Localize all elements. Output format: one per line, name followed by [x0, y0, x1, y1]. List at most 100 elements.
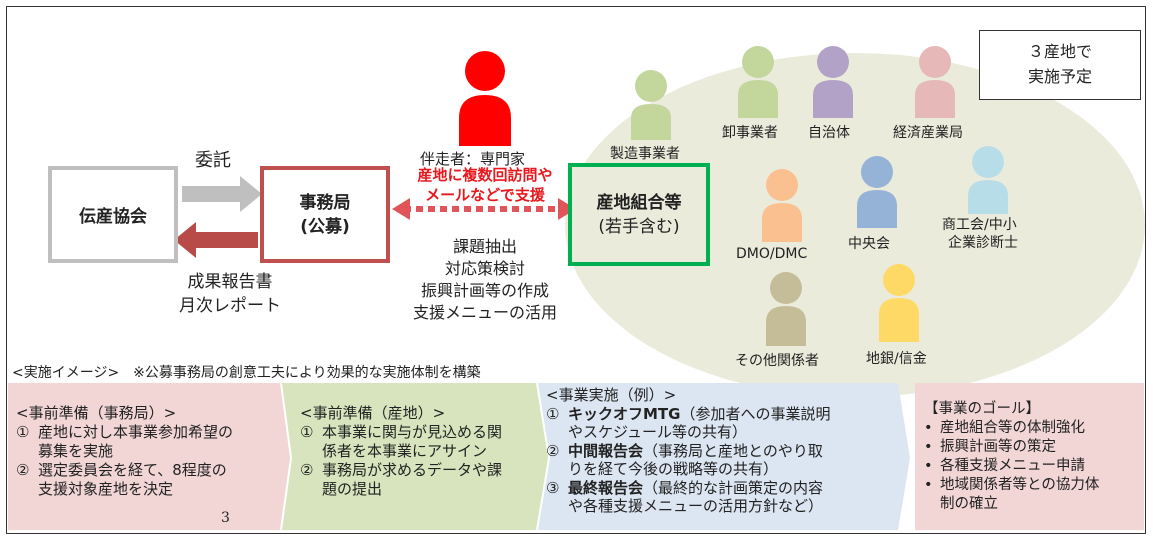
shokokai-person-icon [968, 146, 1008, 214]
stakeholder-label-shokokai: 商工会/中小 [942, 217, 1017, 233]
manufacturer-person-icon [631, 70, 671, 140]
panel3-item-2-num: ② [546, 441, 560, 460]
others-person-icon [766, 272, 806, 346]
image-caption: <実施イメージ> ※公募事務局の創意工夫により効果的な実施体制を構築 [12, 365, 481, 381]
panel2-item-2-line-1: 事務局が求めるデータや課 [322, 461, 503, 479]
panel3-item-3: ③ 最終報告会 （最終的な計画策定の内容 [546, 479, 831, 498]
goal-item-2: • 振興計画等の策定 [924, 438, 1099, 457]
expert-person-icon [459, 51, 511, 146]
support-arrow-left-head [392, 198, 410, 220]
panel2-item-1-num: ① [300, 423, 314, 441]
bullet-icon: • [924, 439, 933, 455]
task-2: 対応策検討 [444, 259, 525, 278]
panel3-item-1-num: ① [546, 404, 560, 423]
stakeholder-label-others: その他関係者 [735, 353, 819, 369]
dmo-person-icon [762, 169, 802, 242]
panel3-item-2-bold: 中間報告会 [568, 441, 644, 460]
municipality-person-icon [813, 46, 853, 118]
panel1-item-1-num: ① [16, 423, 30, 441]
panel3-title: <事業実施（例）> [546, 386, 677, 404]
panel2-item-1-line-1: 本事業に関与が見込める関 [322, 423, 503, 441]
goal-item-2-text: 振興計画等の策定 [940, 439, 1056, 455]
jimukyoku-line-1: 事務局 [299, 192, 351, 213]
support-arrow-right-head [558, 198, 576, 220]
stakeholder-label-wholesaler: 卸事業者 [722, 125, 778, 141]
page-number: 3 [221, 510, 230, 526]
expert-support-text: 産地に複数回訪問や メールなどで支援 [400, 165, 570, 205]
panel2-item-2-line-2: 題の提出 [322, 480, 383, 498]
densan-box: 伝産協会 [48, 166, 178, 263]
panel3-item-3-cont: や各種支援メニューの活用方針など） [546, 497, 831, 516]
goal-item-3-text: 各種支援メニュー申請 [940, 458, 1085, 474]
expert-title: 伴走者：専門家 [420, 150, 526, 168]
densan-label: 伝産協会 [79, 207, 147, 227]
report-labels: 成果報告書 月次レポート [160, 270, 300, 318]
panel3-item-1: ① キックオフMTG （参加者への事業説明 [546, 405, 831, 424]
panel1-item-2: ② 選定委員会を経て、8程度の [16, 461, 233, 480]
panel2-item-1-cont: 係者を本事業にアサイン [300, 442, 502, 461]
panel-preparation-sanchi: <事前準備（産地）> ① 本事業に関与が見込める関 係者を本事業にアサイン ② … [300, 404, 502, 499]
note-line-2: 実施予定 [1027, 67, 1092, 86]
panel2-item-2-num: ② [300, 461, 314, 479]
panel3-bg [538, 383, 910, 530]
itaku-label: 委託 [195, 150, 231, 171]
panel1-item-2-line-2: 支援対象産地を決定 [38, 480, 174, 498]
goal-item-1-text: 産地組合等の体制強化 [940, 420, 1085, 436]
panel-goals: 【事業のゴール】 • 産地組合等の体制強化 • 振興計画等の策定 • 各種支援メ… [924, 400, 1099, 514]
task-3: 振興計画等の作成 [420, 281, 549, 300]
bullet-icon: • [924, 477, 933, 493]
panel2-item-2: ② 事務局が求めるデータや課 [300, 461, 502, 480]
stakeholder-label-municipality: 自治体 [808, 125, 850, 141]
stakeholder-label-dmo: DMO/DMC [736, 246, 808, 262]
note-line-1: ３産地で [1027, 42, 1092, 61]
panel1-item-1-cont: 募集を実施 [16, 442, 233, 461]
task-4: 支援メニューの活用 [412, 303, 557, 322]
panel-implementation: <事業実施（例）> ① キックオフMTG （参加者への事業説明 やスケジュール等… [546, 386, 831, 516]
goal-item-3: • 各種支援メニュー申請 [924, 457, 1099, 476]
panel1-item-2-line-1: 選定委員会を経て、8程度の [38, 461, 227, 479]
sanchi-box: 産地組合等 (若手含む) [568, 163, 710, 266]
task-1: 課題抽出 [452, 237, 517, 256]
panel3-item-3-rest: （最終的な計画策定の内容 [643, 478, 824, 497]
panel2-item-2-cont: 題の提出 [300, 480, 502, 499]
panel1-item-1-line-2: 募集を実施 [38, 442, 114, 460]
task-list: 課題抽出 対応策検討 振興計画等の作成 支援メニューの活用 [385, 236, 585, 324]
panel4-bg [915, 383, 1144, 530]
panel3-item-1-bold: キックオフMTG [568, 404, 681, 423]
goal-item-4: • 地域関係者等との協力体 [924, 476, 1099, 495]
goal-item-4-cont: 制の確立 [924, 495, 1099, 514]
regional-bank-person-icon [879, 264, 919, 342]
goal-item-1: • 産地組合等の体制強化 [924, 419, 1099, 438]
stakeholder-label-meti: 経済産業局 [893, 125, 963, 141]
goal-item-4-line-2: 制の確立 [940, 496, 998, 512]
panel-preparation-office: <事前準備（事務局）> ① 産地に対し本事業参加希望の 募集を実施 ② 選定委員… [16, 404, 233, 499]
expert-support-line-1: 産地に複数回訪問や [417, 166, 553, 184]
panel1-bg [8, 383, 290, 530]
report-line-2: 月次レポート [179, 296, 281, 316]
stakeholder-label-manufacturer: 製造事業者 [610, 146, 680, 162]
diagram-frame [6, 6, 1146, 534]
stakeholder-label-bank: 地銀/信金 [866, 351, 927, 367]
panel3-item-3-num: ③ [546, 478, 560, 497]
panel3-item-1-cont: やスケジュール等の共有） [546, 423, 831, 442]
panel3-item-1-rest: （参加者への事業説明 [680, 404, 831, 423]
panel3-item-2: ② 中間報告会 （事務局と産地とのやり取 [546, 442, 831, 461]
sanchi-line-2: (若手含む) [598, 216, 680, 237]
panel3-item-3-bold: 最終報告会 [568, 478, 644, 497]
panel3-item-2-cont: りを経て今後の戦略等の共有） [546, 460, 831, 479]
panel1-item-1: ① 産地に対し本事業参加希望の [16, 423, 233, 442]
panel3-item-2-line-2: りを経て今後の戦略等の共有） [568, 460, 779, 478]
wholesaler-person-icon [738, 46, 778, 118]
panel2-title: <事前準備（産地）> [300, 404, 446, 422]
stakeholder-label-shindanshi: 企業診断士 [948, 235, 1018, 251]
meti-bureau-person-icon [915, 46, 955, 118]
bullet-icon: • [924, 458, 933, 474]
panel3-item-1-line-2: やスケジュール等の共有） [568, 423, 747, 441]
expert-support-line-2: メールなどで支援 [425, 186, 545, 204]
panel1-item-2-cont: 支援対象産地を決定 [16, 480, 233, 499]
bullet-icon: • [924, 420, 933, 436]
panel1-title: <事前準備（事務局）> [16, 404, 177, 422]
goal-item-4-line-1: 地域関係者等との協力体 [940, 477, 1100, 493]
note-box: ３産地で 実施予定 [979, 30, 1141, 100]
